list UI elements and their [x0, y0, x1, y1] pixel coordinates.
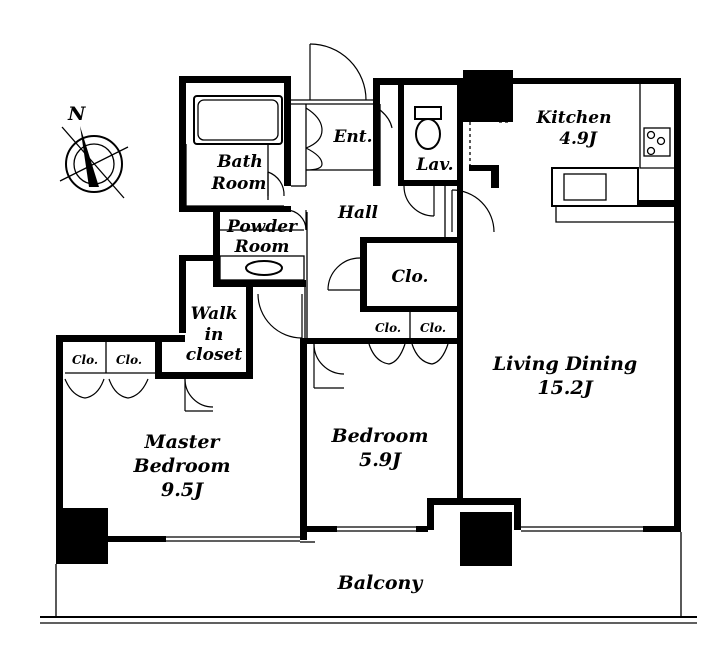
master-closet-2-label: Clo. — [116, 353, 142, 367]
entrance-label: Ent. — [332, 127, 372, 147]
bedroom-closet-1-label: Clo. — [375, 321, 401, 335]
hall-closet-label: Clo. — [392, 267, 429, 287]
master-size: 9.5J — [161, 479, 205, 501]
kitchen-label: Kitchen — [536, 108, 612, 128]
bedroom-closet-2-label: Clo. — [420, 321, 446, 335]
doors — [64, 43, 495, 412]
compass-north-label: N — [67, 103, 86, 125]
walk-in-label-line2: in — [205, 325, 224, 345]
bedroom-label: Bedroom — [331, 425, 429, 447]
walk-in-label-line3: closet — [186, 345, 243, 365]
walk-in-label-line1: Walk — [191, 304, 238, 324]
lavatory-label: Lav. — [415, 155, 453, 175]
master-label-line2: Bedroom — [133, 455, 231, 477]
compass: N — [59, 103, 129, 199]
balcony-label: Balcony — [337, 572, 425, 594]
hall-label: Hall — [337, 203, 379, 223]
bedroom-size: 5.9J — [359, 449, 403, 471]
powder-label-line1: Powder — [226, 217, 298, 237]
kitchen-size: 4.9J — [559, 129, 598, 149]
master-label-line1: Master — [144, 431, 222, 453]
master-closet-1-label: Clo. — [72, 353, 98, 367]
powder-label-line2: Room — [234, 237, 290, 257]
walls — [56, 70, 681, 566]
bath-label-line1: Bath — [216, 152, 263, 172]
compass-needle-icon — [80, 126, 99, 187]
bath-label-line2: Room — [211, 174, 267, 194]
living-size: 15.2J — [537, 377, 594, 399]
living-label: Living Dining — [492, 353, 637, 375]
room-labels: Kitchen 4.9J Bath Room Ent. Lav. Hall Po… — [72, 108, 637, 594]
